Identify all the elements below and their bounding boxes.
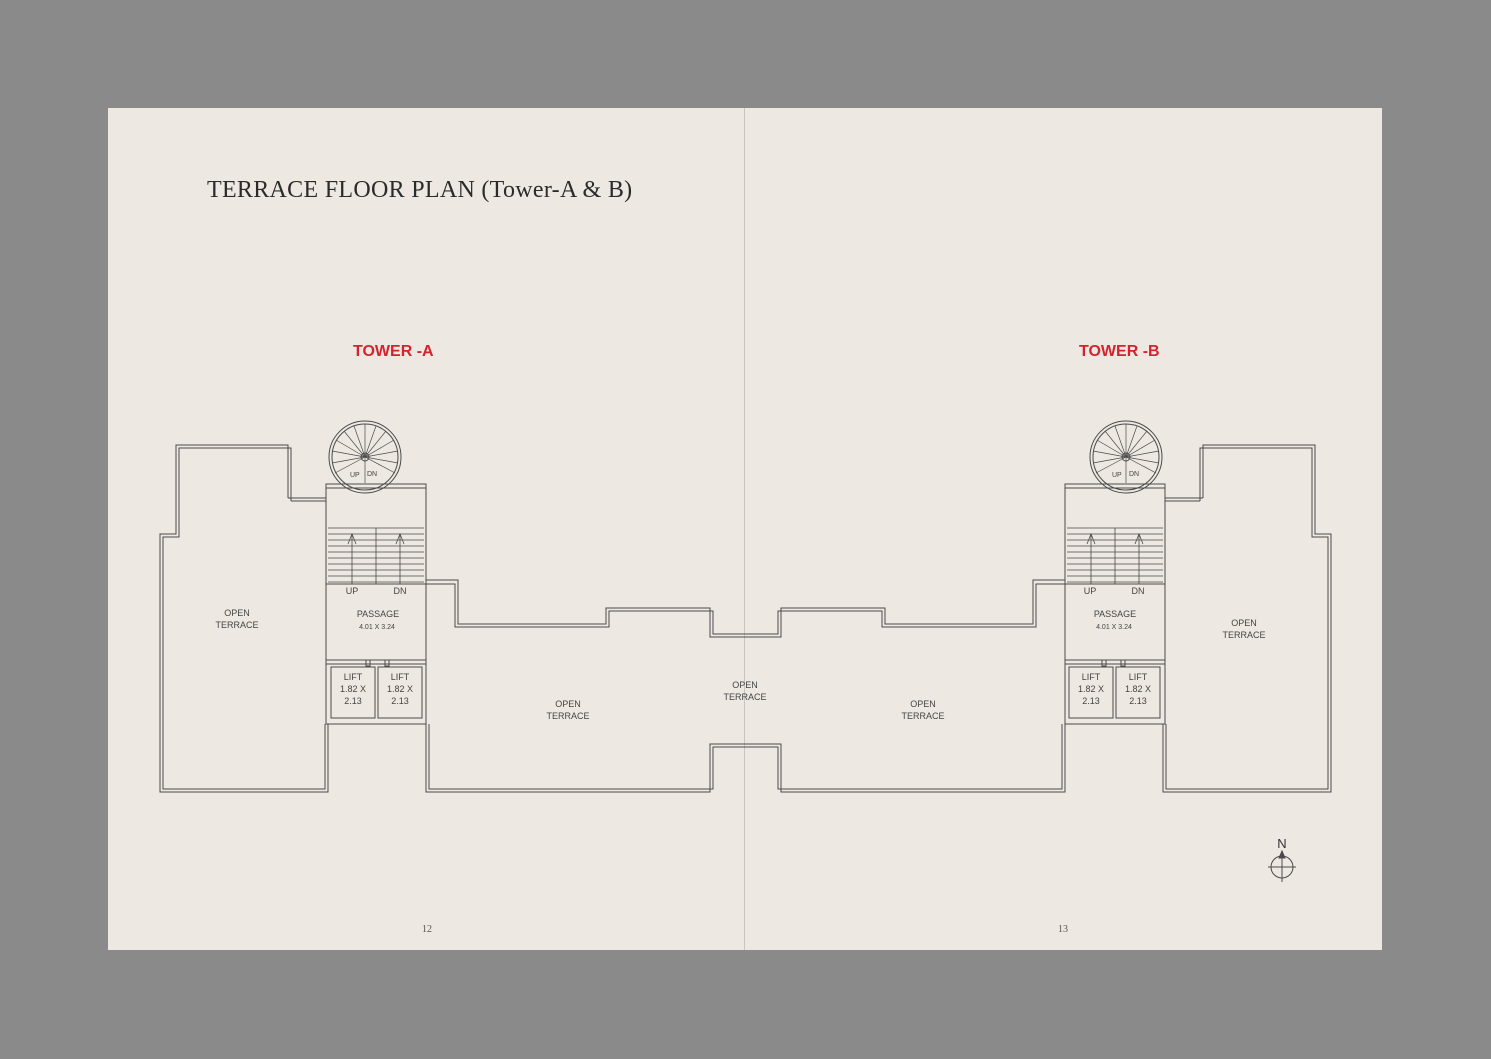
north-compass-icon	[1268, 849, 1296, 882]
tower-b-label: TOWER -B	[1079, 343, 1160, 360]
tower-a-side-terrace-line1: OPEN	[224, 608, 250, 618]
tower-a-spiral-stair	[328, 420, 402, 494]
tower-b-corridor-terrace-line1: OPEN	[910, 699, 936, 709]
tower-b-passage-size: 4.01 X 3.24	[1096, 624, 1132, 631]
tower-a-lift2-w: 1.82 X	[387, 684, 413, 694]
page-title: TERRACE FLOOR PLAN (Tower-A & B)	[207, 177, 633, 203]
page-number-left: 12	[422, 924, 432, 935]
tower-b-stair-dn: DN	[1132, 586, 1145, 596]
tower-b-lift1-h: 2.13	[1082, 696, 1100, 706]
tower-a-lift1-w: 1.82 X	[340, 684, 366, 694]
page-fold	[744, 108, 745, 950]
center-terrace-line1: OPEN	[732, 680, 758, 690]
tower-a-lift2-h: 2.13	[391, 696, 409, 706]
tower-a-lift1-name: LIFT	[344, 672, 363, 682]
tower-a-corridor-terrace-line2: TERRACE	[546, 711, 589, 721]
compass-north-label: N	[1277, 836, 1286, 851]
tower-a-plan	[159, 444, 747, 793]
tower-b-spiral-stair	[1089, 420, 1163, 494]
tower-b-side-terrace-line2: TERRACE	[1222, 630, 1265, 640]
tower-a-passage: PASSAGE	[357, 609, 399, 619]
tower-a-spiral-dn: DN	[367, 471, 377, 478]
page-number-right: 13	[1058, 924, 1068, 935]
tower-a-label: TOWER -A	[353, 343, 434, 360]
tower-a-lift2-name: LIFT	[391, 672, 410, 682]
tower-a-side-terrace-line2: TERRACE	[215, 620, 258, 630]
tower-b-side-terrace-line1: OPEN	[1231, 618, 1257, 628]
tower-a-lift1-h: 2.13	[344, 696, 362, 706]
tower-b-lift2-name: LIFT	[1129, 672, 1148, 682]
tower-a-stair-up: UP	[346, 586, 359, 596]
tower-b-corridor-terrace-line2: TERRACE	[901, 711, 944, 721]
tower-b-lift2-w: 1.82 X	[1125, 684, 1151, 694]
tower-b-stair-up: UP	[1084, 586, 1097, 596]
tower-b-lift1-w: 1.82 X	[1078, 684, 1104, 694]
tower-a-passage-size: 4.01 X 3.24	[359, 624, 395, 631]
tower-a-corridor-terrace-line1: OPEN	[555, 699, 581, 709]
tower-b-spiral-up: UP	[1112, 472, 1122, 479]
tower-b-lift2-h: 2.13	[1129, 696, 1147, 706]
tower-b-spiral-dn: DN	[1129, 471, 1139, 478]
brochure-spread: TERRACE FLOOR PLAN (Tower-A & B) TOWER -…	[108, 108, 1382, 950]
tower-a-spiral-up: UP	[350, 472, 360, 479]
tower-b-passage: PASSAGE	[1094, 609, 1136, 619]
tower-b-lift1-name: LIFT	[1082, 672, 1101, 682]
center-terrace-line2: TERRACE	[723, 692, 766, 702]
tower-a-stair-dn: DN	[394, 586, 407, 596]
